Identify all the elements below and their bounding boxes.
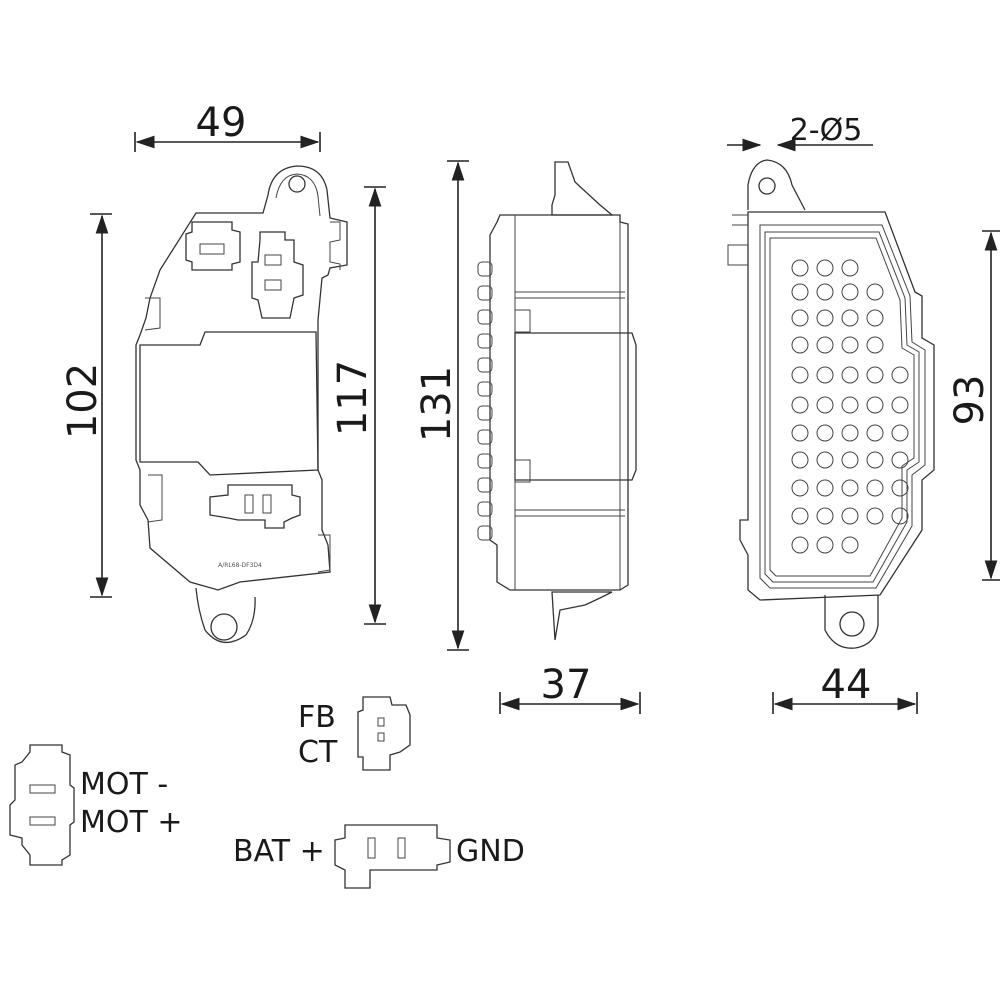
back-hole	[891, 396, 909, 414]
side-pin	[477, 405, 493, 421]
side-pin	[477, 453, 493, 469]
part-marking: A/RL68-DF3D4	[218, 562, 262, 569]
back-hole	[816, 507, 834, 525]
back-hole	[841, 396, 859, 414]
back-hole	[891, 366, 909, 384]
dim-front-height-body-label: 102	[60, 363, 106, 439]
feedback-ct-label: CT	[298, 735, 338, 770]
back-hole	[816, 259, 834, 277]
back-hole	[866, 283, 884, 301]
side-pin	[477, 309, 493, 325]
back-hole	[841, 479, 859, 497]
back-hole	[791, 396, 809, 414]
front-view: 49 102 117	[60, 100, 386, 643]
side-pin	[477, 261, 493, 277]
back-hole	[791, 283, 809, 301]
back-hole	[841, 283, 859, 301]
back-hole	[866, 396, 884, 414]
back-hole	[816, 336, 834, 354]
back-hole	[891, 451, 909, 469]
feedback-connector: FB CT	[298, 696, 411, 771]
back-hole	[841, 536, 859, 554]
back-hole	[841, 451, 859, 469]
power-gnd-label: GND	[456, 834, 525, 869]
back-hole	[841, 259, 859, 277]
back-hole	[816, 366, 834, 384]
back-hole	[816, 396, 834, 414]
back-hole	[791, 451, 809, 469]
dim-side-height: 131	[414, 160, 469, 651]
motor-connector: MOT - MOT +	[9, 744, 183, 866]
dim-side-depth-label: 37	[541, 662, 592, 708]
back-hole	[816, 424, 834, 442]
dim-side-height-label: 131	[414, 366, 460, 442]
back-hole	[891, 507, 909, 525]
back-hole	[841, 507, 859, 525]
back-hole	[891, 424, 909, 442]
back-hole	[791, 336, 809, 354]
back-hole	[791, 424, 809, 442]
back-hole	[791, 366, 809, 384]
back-hole	[816, 309, 834, 327]
back-hole	[791, 309, 809, 327]
dim-back-height: 93	[947, 230, 1000, 581]
back-hole	[866, 507, 884, 525]
side-pin-row	[477, 261, 493, 541]
dim-front-width-label: 49	[196, 100, 247, 146]
power-connector: BAT + GND	[233, 824, 525, 889]
motor-plus-label: MOT +	[80, 805, 183, 840]
side-pin	[477, 381, 493, 397]
back-hole	[791, 507, 809, 525]
feedback-fb-label: FB	[298, 700, 336, 735]
back-hole	[816, 283, 834, 301]
side-view: 131 37	[414, 160, 641, 714]
back-hole	[791, 536, 809, 554]
dim-back-holes-label: 2-Ø5	[790, 113, 863, 148]
back-hole	[866, 424, 884, 442]
back-view: 2-Ø5 93 44	[727, 113, 1000, 714]
back-hole	[866, 336, 884, 354]
side-pin	[477, 357, 493, 373]
side-pin	[477, 501, 493, 517]
dim-front-height-total: 117	[330, 186, 386, 625]
back-hole	[816, 479, 834, 497]
back-hole	[816, 451, 834, 469]
dim-front-width: 49	[134, 100, 321, 152]
dim-back-width: 44	[772, 662, 918, 714]
side-pin	[477, 477, 493, 493]
side-pin	[477, 525, 493, 541]
back-hole	[791, 259, 809, 277]
back-hole	[866, 451, 884, 469]
back-hole	[866, 366, 884, 384]
motor-minus-label: MOT -	[80, 767, 168, 802]
dim-back-holes: 2-Ø5	[727, 113, 873, 152]
dim-back-height-label: 93	[947, 375, 993, 426]
dim-front-height-total-label: 117	[330, 360, 376, 436]
back-hole	[866, 479, 884, 497]
dim-front-height-body: 102	[60, 213, 112, 598]
back-hole	[791, 479, 809, 497]
power-bat-label: BAT +	[233, 834, 325, 869]
side-pin	[477, 285, 493, 301]
back-hole-grid	[791, 259, 909, 554]
back-hole	[841, 336, 859, 354]
side-pin	[477, 429, 493, 445]
side-pin	[477, 333, 493, 349]
back-hole	[816, 536, 834, 554]
back-hole	[841, 424, 859, 442]
back-hole	[891, 479, 909, 497]
back-hole	[841, 309, 859, 327]
dim-side-depth: 37	[499, 662, 641, 714]
back-hole	[866, 309, 884, 327]
dim-back-width-label: 44	[821, 662, 872, 708]
back-hole	[841, 366, 859, 384]
